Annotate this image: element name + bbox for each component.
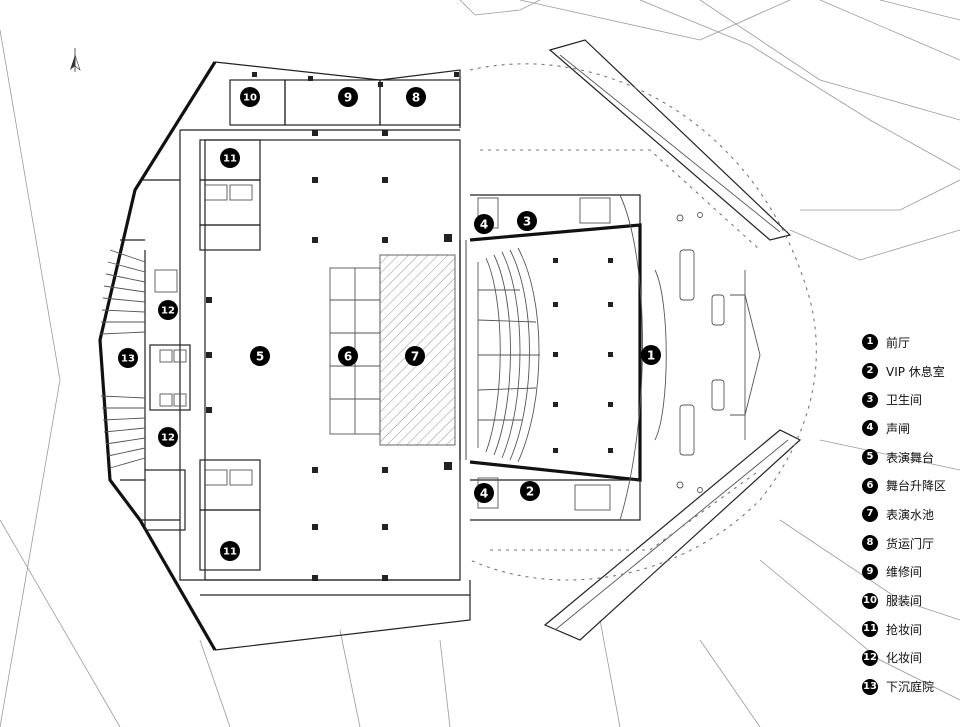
legend-item: 13 下沉庭院 <box>862 672 958 701</box>
foyer-features <box>654 212 761 493</box>
canopy-wings <box>543 39 802 641</box>
legend-item: 7 表演水池 <box>862 500 958 529</box>
legend-number: 2 <box>862 363 878 380</box>
legend-item: 3 卫生间 <box>862 385 958 414</box>
legend-label: 声闸 <box>886 421 911 436</box>
svg-text:5: 5 <box>256 350 264 364</box>
legend-item: 10 服装间 <box>862 586 958 615</box>
svg-text:7: 7 <box>411 350 419 364</box>
marker-dressing-bottom: 12 <box>158 427 178 447</box>
legend-item: 5 表演舞台 <box>862 443 958 472</box>
legend-label: 抢妆间 <box>886 622 923 637</box>
svg-text:11: 11 <box>223 154 237 165</box>
legend-number: 5 <box>862 449 878 466</box>
legend-label: 前厅 <box>886 335 911 350</box>
room-markers: 1 2 3 4 4 5 6 7 8 9 10 11 11 12 12 13 <box>118 87 661 561</box>
svg-text:8: 8 <box>412 91 420 105</box>
legend-number: 12 <box>862 649 878 666</box>
svg-text:12: 12 <box>161 306 175 317</box>
legend-item: 1 前厅 <box>862 328 958 357</box>
legend-number: 11 <box>862 621 878 638</box>
marker-sound-lock-bottom: 4 <box>474 483 494 503</box>
svg-text:3: 3 <box>523 215 531 229</box>
legend-item: 8 货运门厅 <box>862 529 958 558</box>
sunken-court-steps <box>100 249 146 469</box>
svg-text:4: 4 <box>480 218 488 232</box>
marker-sunken-court: 13 <box>118 348 138 368</box>
canopy-dash-top <box>480 149 761 251</box>
legend-number: 13 <box>862 678 878 695</box>
backstage-rooms <box>144 79 461 571</box>
marker-freight-hall: 8 <box>406 87 426 107</box>
legend-item: 12 化妆间 <box>862 644 958 673</box>
marker-quick-change-top: 11 <box>220 148 240 168</box>
legend-number: 3 <box>862 391 878 408</box>
legend-item: 9 维修间 <box>862 558 958 587</box>
foyer-envelope <box>469 194 643 521</box>
legend-label: 卫生间 <box>886 393 923 408</box>
legend-item: 2 VIP 休息室 <box>862 357 958 386</box>
legend-label: 下沉庭院 <box>886 680 935 695</box>
legend-label: 服装间 <box>886 594 923 609</box>
marker-wardrobe: 10 <box>240 87 260 107</box>
marker-performance-stage: 5 <box>250 346 270 366</box>
svg-text:10: 10 <box>243 93 257 104</box>
marker-maintenance: 9 <box>338 87 358 107</box>
legend-item: 6 舞台升降区 <box>862 471 958 500</box>
legend-label: 货运门厅 <box>886 536 935 551</box>
marker-quick-change-bottom: 11 <box>220 541 240 561</box>
legend-number: 1 <box>862 334 878 351</box>
canopy-dash-bottom <box>490 469 761 551</box>
svg-text:2: 2 <box>526 485 534 499</box>
canopy-outline <box>469 63 817 581</box>
legend: 1 前厅 2 VIP 休息室 3 卫生间 4 声闸 5 表演舞台 6 舞台升降区… <box>862 328 958 701</box>
svg-text:11: 11 <box>223 547 237 558</box>
legend-number: 4 <box>862 420 878 437</box>
marker-stage-lift: 6 <box>338 346 358 366</box>
building-envelope <box>98 61 471 651</box>
stage-columns <box>206 72 459 581</box>
marker-vip-lounge: 2 <box>520 481 540 501</box>
north-arrow-icon <box>70 48 81 72</box>
legend-label: 表演水池 <box>886 507 935 522</box>
legend-number: 7 <box>862 506 878 523</box>
svg-text:1: 1 <box>647 349 655 363</box>
marker-water-pool: 7 <box>405 346 425 366</box>
auditorium-seating <box>477 247 540 463</box>
legend-label: 化妆间 <box>886 651 923 666</box>
legend-label: 舞台升降区 <box>886 479 947 494</box>
marker-sound-lock-top: 4 <box>474 214 494 234</box>
legend-label: 表演舞台 <box>886 450 935 465</box>
legend-number: 10 <box>862 592 878 609</box>
marker-restroom: 3 <box>517 211 537 231</box>
svg-text:6: 6 <box>344 350 352 364</box>
stage-area <box>204 139 467 581</box>
svg-text:9: 9 <box>344 91 352 105</box>
legend-item: 11 抢妆间 <box>862 615 958 644</box>
legend-item: 4 声闸 <box>862 414 958 443</box>
svg-text:4: 4 <box>480 487 488 501</box>
legend-label: 维修间 <box>886 565 923 580</box>
svg-text:13: 13 <box>121 354 135 365</box>
legend-number: 6 <box>862 477 878 494</box>
marker-front-hall: 1 <box>641 345 661 365</box>
marker-dressing-top: 12 <box>158 300 178 320</box>
legend-label: VIP 休息室 <box>886 364 945 379</box>
legend-number: 8 <box>862 535 878 552</box>
legend-number: 9 <box>862 563 878 580</box>
svg-text:12: 12 <box>161 433 175 444</box>
